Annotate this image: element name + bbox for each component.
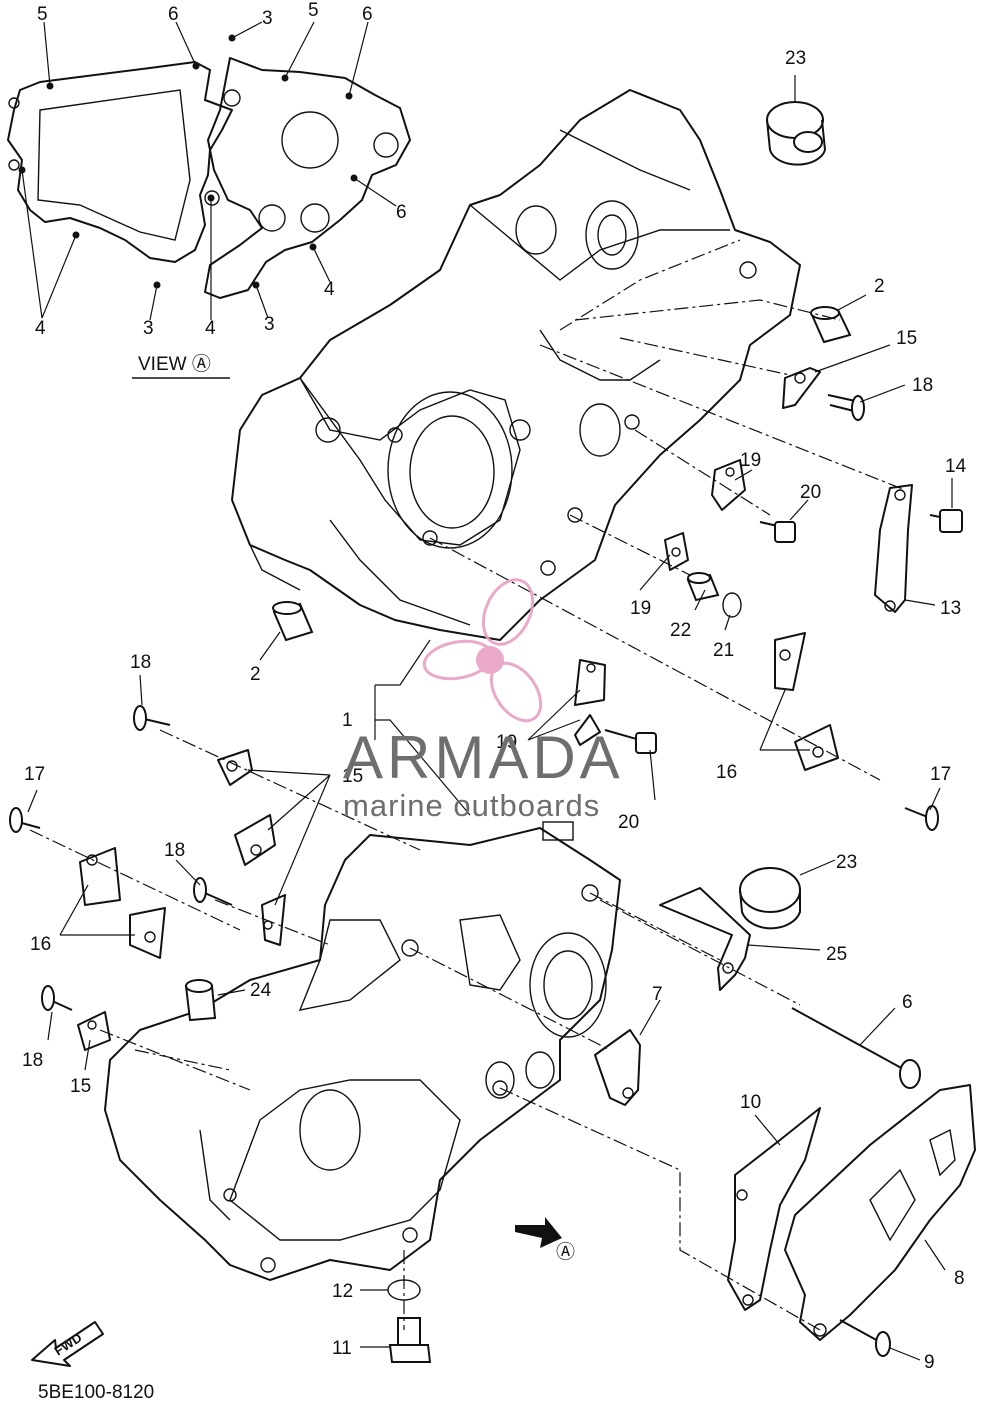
plate-part bbox=[594, 1029, 641, 1106]
callout-19: 19 bbox=[630, 598, 651, 619]
callout-12: 12 bbox=[332, 1281, 353, 1302]
callout-2: 2 bbox=[874, 276, 885, 297]
callout-25: 25 bbox=[826, 944, 847, 965]
callout-9: 9 bbox=[924, 1352, 935, 1373]
callout-21: 21 bbox=[713, 640, 734, 661]
callout-6: 6 bbox=[902, 992, 913, 1013]
callout-3: 3 bbox=[264, 314, 275, 335]
callout-15: 15 bbox=[70, 1076, 91, 1097]
dowel-pin-parts bbox=[272, 306, 852, 642]
oil-seal-lower-and-guide bbox=[659, 867, 801, 991]
callout-6: 6 bbox=[362, 4, 373, 25]
callout-5: 5 bbox=[308, 0, 319, 21]
callout-3: 3 bbox=[262, 8, 273, 29]
callout-leaders bbox=[27, 75, 953, 1361]
callout-6: 6 bbox=[168, 4, 179, 25]
callout-24: 24 bbox=[250, 980, 272, 1001]
callout-16: 16 bbox=[716, 762, 737, 783]
diagram-code: 5BE100-8120 bbox=[38, 1382, 154, 1403]
watermark-tagline: marine outboards bbox=[343, 788, 600, 823]
callout-16: 16 bbox=[30, 934, 51, 955]
upper-crankcase-half bbox=[231, 89, 801, 641]
callout-8: 8 bbox=[954, 1268, 965, 1289]
lower-crankcase-half bbox=[104, 821, 621, 1281]
callout-20: 20 bbox=[618, 812, 639, 833]
callout-10: 10 bbox=[740, 1092, 761, 1113]
callout-13: 13 bbox=[940, 598, 961, 619]
callout-11: 11 bbox=[332, 1338, 352, 1359]
callout-labels: 5 6 3 5 6 6 4 3 3 4 4 23 2 15 18 19 14 2… bbox=[22, 0, 967, 1373]
drain-plug-part bbox=[388, 1317, 432, 1363]
assembly-lines bbox=[29, 239, 906, 1331]
callout-23: 23 bbox=[785, 48, 806, 69]
callout-17: 17 bbox=[930, 764, 951, 785]
callout-14: 14 bbox=[945, 456, 967, 477]
callout-1: 1 bbox=[342, 710, 353, 731]
callout-18: 18 bbox=[22, 1050, 43, 1071]
callout-15: 15 bbox=[896, 328, 917, 349]
forward-arrow: FWD bbox=[31, 1321, 104, 1367]
callout-5: 5 bbox=[37, 4, 48, 25]
watermark-brand: ARMADA bbox=[343, 724, 624, 791]
callout-3: 3 bbox=[143, 318, 154, 339]
callout-17: 17 bbox=[24, 764, 45, 785]
callout-2: 2 bbox=[250, 664, 261, 685]
fwd-label: FWD bbox=[51, 1330, 84, 1359]
cover-and-gasket-parts bbox=[727, 1084, 976, 1341]
callout-23: 23 bbox=[836, 852, 857, 873]
callout-19: 19 bbox=[740, 450, 761, 471]
callout-6: 6 bbox=[396, 202, 407, 223]
callout-18: 18 bbox=[130, 652, 151, 673]
view-direction-arrow: Ⓐ bbox=[515, 1217, 575, 1263]
view-a-caption: VIEW Ⓐ bbox=[138, 353, 211, 375]
callout-4: 4 bbox=[35, 318, 46, 339]
armada-logo-icon bbox=[422, 578, 543, 723]
callout-20: 20 bbox=[800, 482, 821, 503]
callout-15: 15 bbox=[342, 766, 363, 787]
plug-part bbox=[184, 979, 217, 1022]
callout-22: 22 bbox=[670, 620, 691, 641]
callout-18: 18 bbox=[164, 840, 185, 861]
gasket-view-a: VIEW Ⓐ bbox=[7, 21, 411, 379]
washer-part bbox=[722, 592, 742, 618]
bolt-parts bbox=[9, 394, 963, 1357]
callout-18: 18 bbox=[912, 375, 933, 396]
view-a-marker: Ⓐ bbox=[556, 1241, 575, 1263]
callout-4: 4 bbox=[205, 318, 216, 339]
armada-watermark: ARMADA marine outboards bbox=[343, 578, 624, 823]
callout-19: 19 bbox=[496, 732, 517, 753]
callout-4: 4 bbox=[324, 279, 335, 300]
callout-7: 7 bbox=[652, 984, 663, 1005]
oil-seal-top-part bbox=[766, 101, 826, 166]
